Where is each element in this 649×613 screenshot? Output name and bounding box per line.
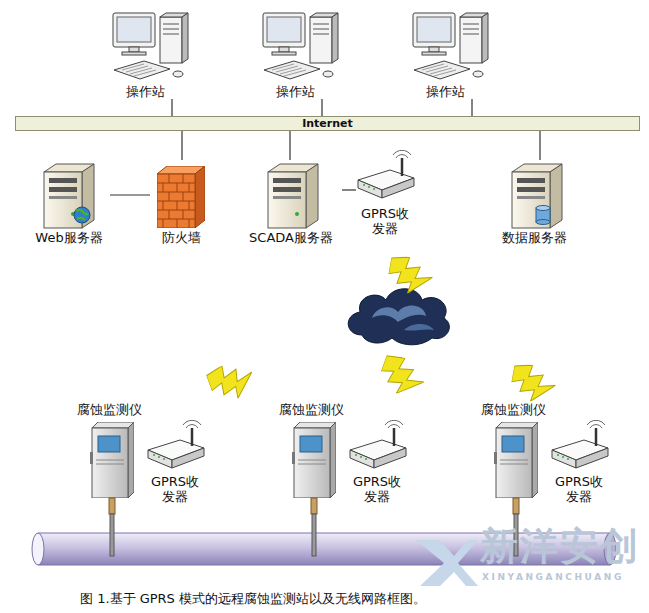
gprs-icon (148, 420, 204, 468)
computer-icon (263, 13, 338, 79)
watermark-logo (416, 540, 478, 586)
corrosion-monitor: 腐蚀监测仪 (476, 402, 550, 513)
cabinet-icon (90, 422, 134, 498)
node-label: SCADA服务器 (240, 230, 342, 245)
corrosion-monitor: 腐蚀监测仪 (274, 402, 348, 513)
gprs-transceiver: GPRS收发器 (146, 420, 204, 504)
corrosion-monitor: 腐蚀监测仪 (72, 402, 146, 513)
server-icon (44, 164, 94, 228)
node-label: GPRS收发器 (348, 474, 406, 504)
wireless-bolt (205, 357, 259, 406)
gprs-transceiver: GPRS收发器 (550, 420, 608, 504)
network-link (342, 189, 356, 190)
globe-land (76, 210, 88, 220)
network-link (471, 99, 472, 116)
node-label: 腐蚀监测仪 (476, 402, 550, 417)
network-link (110, 194, 150, 195)
node-label: 操作站 (426, 84, 494, 99)
network-link (171, 99, 172, 116)
network-link (289, 131, 290, 160)
node-label: 操作站 (276, 84, 344, 99)
computer-icon (113, 13, 188, 79)
computer-icon (413, 13, 488, 79)
node-label: 腐蚀监测仪 (274, 402, 348, 417)
node-label: 操作站 (126, 84, 194, 99)
network-link (539, 131, 540, 160)
node-label: GPRS收发器 (146, 474, 204, 504)
operator-station: 操作站 (112, 12, 194, 99)
server-icon (512, 164, 562, 228)
wireless-bolt (509, 362, 559, 405)
cloud (348, 289, 449, 345)
node-label: GPRS收发器 (550, 474, 608, 504)
cabinet-icon (292, 422, 336, 498)
cabinet-icon (494, 422, 538, 498)
figure-caption: 图 1.基于 GPRS 模式的远程腐蚀监测站以及无线网路框图。 (80, 590, 426, 608)
firewall: 防火墙 (150, 160, 212, 245)
globe-icon (74, 207, 90, 223)
database-icon (536, 206, 550, 225)
gprs-transceiver: GPRS收发器 (348, 420, 406, 504)
gprs-icon (552, 420, 608, 468)
wireless-bolt (376, 352, 430, 401)
firewall-icon (157, 166, 205, 228)
network-link (321, 99, 322, 116)
network-link (181, 131, 182, 160)
node-label: GPRS收发器 (356, 206, 414, 236)
operator-station: 操作站 (412, 12, 494, 99)
internet-bar: Internet (15, 116, 640, 131)
node-label: 数据服务器 (492, 230, 576, 245)
node-label: Web服务器 (28, 230, 110, 245)
data-server: 数据服务器 (492, 160, 576, 245)
watermark-text: XINYANGANCHUANG (482, 573, 624, 583)
gprs-transceiver: GPRS收发器 (356, 150, 414, 236)
node-label: 腐蚀监测仪 (72, 402, 146, 417)
watermark-text: 新洋安创 (480, 526, 640, 568)
gprs-icon (350, 420, 406, 468)
wireless-bolt (386, 254, 436, 297)
node-label: Internet (16, 117, 639, 130)
web-server: Web服务器 (28, 160, 110, 245)
server-icon (268, 164, 318, 228)
gprs-icon (358, 150, 414, 198)
operator-station: 操作站 (262, 12, 344, 99)
scada-server: SCADA服务器 (240, 160, 342, 245)
probe (109, 498, 519, 556)
node-label: 防火墙 (150, 230, 212, 245)
